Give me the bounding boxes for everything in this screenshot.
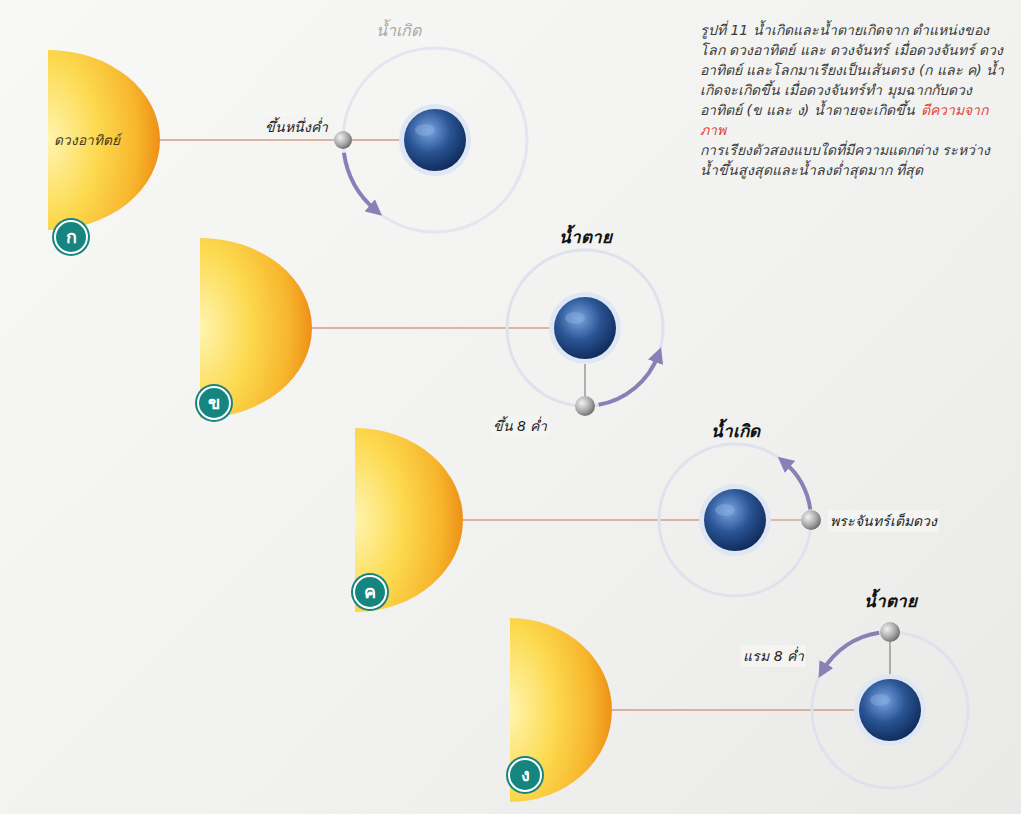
- alignment-line: [889, 642, 890, 674]
- orbit-arrow: [599, 355, 659, 405]
- panel-b: [312, 250, 663, 416]
- earth: [704, 489, 766, 551]
- panel-badge: ง: [508, 758, 542, 792]
- panel-letter: ก: [66, 228, 77, 246]
- moon-phase-label: ขึ้นหนึ่งค่ำ: [263, 116, 330, 138]
- orbit-arrow: [344, 153, 376, 211]
- tide-label: น้ำเกิด: [376, 18, 421, 43]
- sun-shape: ดวงอาทิตย์: [48, 50, 160, 230]
- moon-phase-label: พระจันทร์เต็มดวง: [828, 510, 939, 532]
- tide-label: น้ำตาย: [559, 223, 612, 250]
- moon-orbit: [343, 48, 527, 232]
- moon-orbit: [507, 250, 663, 406]
- alignment-line: [160, 139, 334, 140]
- moon-orbit: [659, 444, 811, 596]
- panel-letter: ข: [208, 394, 220, 412]
- orbit-arrow: [784, 462, 810, 510]
- moon: [801, 510, 821, 530]
- earth-cloud: [415, 124, 435, 136]
- earth-glow: [399, 104, 471, 176]
- caption-block: รูปที่ 11 น้ำเกิดและน้ำตายเกิดจาก ตำแหน่…: [700, 20, 1005, 180]
- moon-orbit: [812, 632, 968, 788]
- panel-letter: ง: [521, 766, 530, 784]
- moon: [880, 622, 900, 642]
- tide-label: น้ำเกิด: [711, 417, 760, 444]
- panel-badge: ข: [197, 386, 231, 420]
- alignment-line: [312, 327, 550, 328]
- sun-shape: [355, 428, 463, 612]
- earth-glow: [699, 484, 771, 556]
- panel-a: [160, 48, 527, 232]
- moon: [334, 131, 352, 149]
- panel-badge: ก: [54, 220, 88, 254]
- moon-phase-label: ขึ้น 8 ค่ำ: [491, 415, 550, 437]
- earth-cloud: [715, 504, 735, 516]
- panel-letter: ค: [364, 583, 376, 601]
- earth: [554, 297, 616, 359]
- alignment-line: [612, 709, 855, 710]
- earth: [404, 109, 466, 171]
- alignment-line: [463, 519, 700, 520]
- tide-label: น้ำตาย: [864, 587, 917, 614]
- alignment-line: [352, 139, 399, 140]
- sun-label: ดวงอาทิตย์: [54, 129, 166, 151]
- orbit-arrow: [823, 633, 880, 671]
- question-text: การเรียงตัวสองแบบใดที่มีความแตกต่าง ระหว…: [700, 140, 1005, 180]
- panel-c: [463, 444, 821, 596]
- moon-phase-label: แรม 8 ค่ำ: [741, 645, 806, 667]
- earth-glow: [549, 292, 621, 364]
- panel-badge: ค: [353, 575, 387, 609]
- earth-glow: [854, 674, 926, 746]
- alignment-line: [770, 519, 801, 520]
- earth: [859, 679, 921, 741]
- earth-cloud: [870, 694, 890, 706]
- panel-d: [612, 622, 968, 788]
- sun-shape: [510, 618, 612, 802]
- earth-cloud: [565, 312, 585, 324]
- alignment-line: [584, 364, 585, 396]
- moon: [575, 396, 595, 416]
